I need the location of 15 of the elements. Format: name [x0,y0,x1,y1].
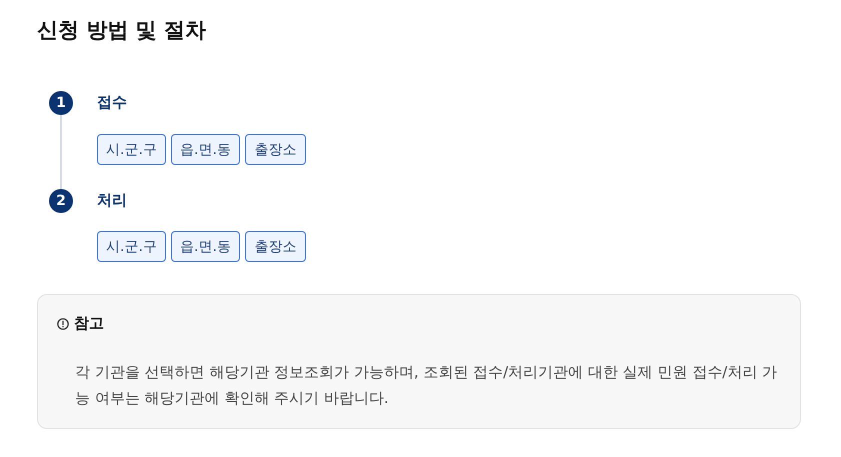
note-text: 각 기관을 선택하면 해당기관 정보조회가 가능하며, 조회된 접수/처리기관에 대한 실제 민원 접수/처리 가능 여부는 해당기관에 확인해 주시기 바랍니다. [75,362,778,409]
office-tag: 시.군.구 [97,134,166,165]
step-title: 접수 [97,93,127,112]
office-tag: 읍.면.동 [171,231,240,262]
office-tag: 출장소 [245,134,306,165]
step-number-circle: 1 [49,91,73,115]
note-heading: 참고 [74,314,104,333]
step-number-circle: 2 [49,189,73,213]
office-tag: 출장소 [245,231,306,262]
note-panel [37,294,801,429]
office-tag: 시.군.구 [97,231,166,262]
office-tag: 읍.면.동 [171,134,240,165]
timeline-connector [60,115,62,189]
step-title: 처리 [97,191,127,210]
page-title: 신청 방법 및 절차 [37,17,206,44]
